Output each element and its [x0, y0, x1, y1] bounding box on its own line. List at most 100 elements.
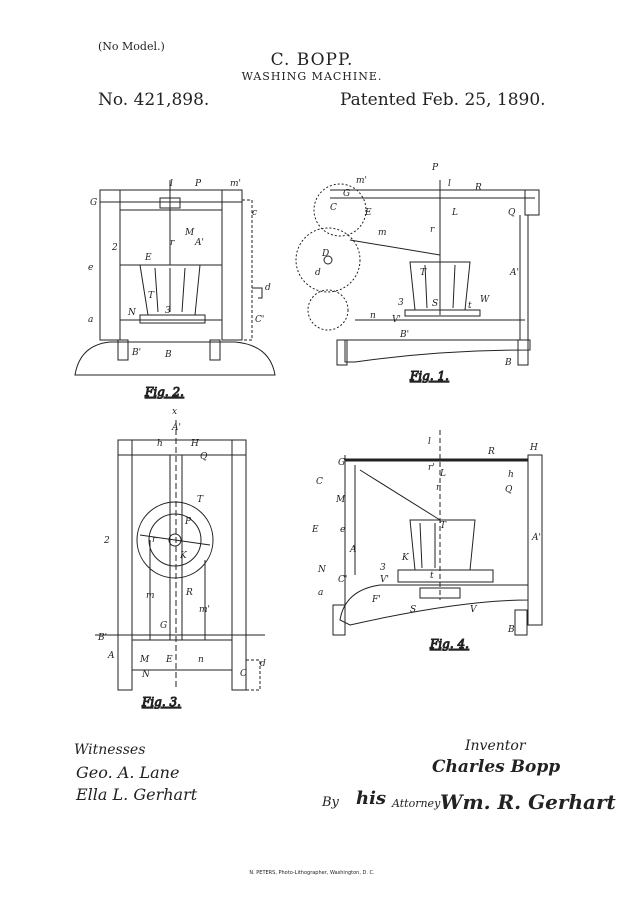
part-label: d	[315, 268, 321, 278]
figure-2-label: Fig. 2.	[144, 385, 184, 399]
part-label: B'	[97, 633, 107, 643]
lithographer-credit: N. PETERS, Photo-Lithographer, Washingto…	[249, 870, 375, 876]
part-label: n	[198, 655, 204, 665]
part-label: B'	[131, 348, 141, 358]
part-label: c	[252, 208, 257, 218]
part-label: A'	[171, 423, 181, 433]
part-label: C'	[255, 315, 264, 325]
witness-2-signature: Ella L. Gerhart	[76, 785, 198, 804]
his-label: his	[356, 788, 387, 809]
part-label: d	[260, 659, 266, 669]
part-label: N	[317, 565, 327, 575]
part-label: B	[504, 358, 512, 368]
part-label: A	[107, 651, 115, 661]
part-label: e	[88, 263, 93, 273]
figure-1	[295, 180, 540, 366]
part-label: 3	[398, 298, 404, 308]
part-label: B	[164, 350, 172, 360]
part-label: L	[451, 208, 458, 218]
patent-number: No. 421,898.	[98, 90, 210, 110]
part-label: D	[321, 249, 329, 259]
part-label: S	[410, 605, 416, 615]
part-label: Q	[508, 208, 516, 218]
part-label: P	[431, 163, 439, 173]
part-label: 3	[380, 563, 386, 573]
part-label: M	[335, 495, 346, 505]
figure-1-label: Fig. 1.	[409, 369, 449, 383]
part-label: 3	[165, 306, 171, 316]
part-label: T	[197, 495, 204, 505]
part-label: m'	[230, 179, 241, 189]
part-label: H	[529, 443, 538, 453]
figure-4	[332, 430, 543, 636]
part-label: d	[265, 283, 271, 293]
inventor-signature: Charles Bopp	[432, 757, 561, 777]
invention-title: WASHING MACHINE.	[241, 70, 383, 83]
part-label: T	[420, 268, 427, 278]
part-label: T	[148, 291, 155, 301]
part-label: P	[184, 517, 192, 527]
part-label: G	[160, 621, 167, 631]
figure-4-label: Fig. 4.	[429, 637, 469, 651]
part-label: S	[432, 299, 438, 309]
part-label: r	[436, 483, 441, 493]
part-label: G	[343, 189, 350, 199]
part-label: A'	[509, 268, 519, 278]
part-label: m	[378, 228, 387, 238]
part-label: Q	[200, 452, 208, 462]
part-label: r	[430, 225, 435, 235]
part-label: E	[364, 208, 372, 218]
part-label: C'	[338, 575, 347, 585]
part-label: r	[170, 238, 175, 248]
part-label: K	[401, 553, 410, 563]
part-label: E	[144, 253, 152, 263]
part-label: C	[316, 477, 323, 487]
witness-1-signature: Geo. A. Lane	[76, 763, 180, 782]
figure-3	[95, 420, 265, 691]
part-label: H	[190, 439, 199, 449]
part-label: F'	[371, 595, 381, 605]
part-label: t	[430, 571, 434, 581]
part-label: l	[170, 179, 173, 189]
part-label: B	[507, 625, 515, 635]
no-model-note: (No Model.)	[98, 40, 165, 53]
by-label: By	[322, 795, 339, 810]
part-label: a	[318, 588, 323, 598]
part-label: M	[184, 228, 195, 238]
part-label: A'	[531, 533, 541, 543]
part-label: A'	[194, 238, 204, 248]
part-label: x	[172, 407, 177, 417]
patent-date: Patented Feb. 25, 1890.	[340, 90, 546, 110]
inventor-label: Inventor	[465, 738, 526, 754]
part-label: r	[152, 535, 157, 545]
part-label: 2	[111, 243, 118, 253]
part-label: m'	[356, 176, 367, 186]
part-label: K	[179, 551, 188, 561]
part-label: E	[311, 525, 319, 535]
part-label: T	[440, 521, 447, 531]
part-label: G	[338, 458, 345, 468]
part-label: V	[470, 605, 478, 615]
part-label: 2	[103, 536, 110, 546]
part-label: t	[468, 301, 472, 311]
part-label: A	[349, 545, 357, 555]
part-label: B'	[399, 330, 409, 340]
part-label: P	[194, 179, 202, 189]
part-label: h	[508, 470, 514, 480]
inventor-name-heading: C. BOPP.	[270, 50, 354, 70]
part-label: m	[146, 591, 155, 601]
part-label: L	[439, 469, 446, 479]
part-label: E	[165, 655, 173, 665]
attorney-signature: Wm. R. Gerhart	[440, 790, 616, 814]
part-label: R	[487, 447, 495, 457]
part-label: l	[448, 179, 451, 189]
part-label: e	[340, 525, 345, 535]
part-label: Q	[505, 485, 513, 495]
figure-3-label: Fig. 3.	[141, 695, 181, 709]
part-label: W	[480, 295, 490, 305]
part-label: N	[127, 308, 137, 318]
part-label: N	[141, 670, 151, 680]
part-label: C	[240, 669, 247, 679]
